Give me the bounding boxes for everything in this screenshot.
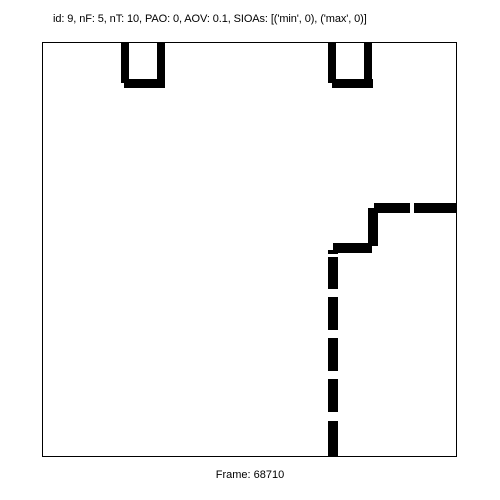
left-u-right-arm bbox=[157, 43, 165, 83]
left-u-base bbox=[124, 79, 165, 88]
path-middle-step bbox=[333, 243, 372, 253]
viewport-border bbox=[42, 42, 457, 457]
stepped-path bbox=[328, 203, 456, 456]
right-u-shape bbox=[328, 43, 373, 88]
right-u-base bbox=[332, 79, 373, 88]
path-dash-1 bbox=[328, 257, 338, 289]
right-u-right-arm bbox=[364, 43, 372, 83]
left-u-shape bbox=[121, 43, 165, 88]
left-u-left-arm bbox=[121, 43, 129, 83]
path-riser-upper bbox=[368, 208, 378, 246]
path-dash-2 bbox=[328, 297, 338, 330]
path-dash-3 bbox=[328, 338, 338, 371]
frame-counter: Frame: 68710 bbox=[215, 469, 285, 481]
path-dash-4 bbox=[328, 379, 338, 412]
path-top-segment-1 bbox=[374, 203, 410, 213]
path-corner bbox=[328, 250, 338, 254]
path-top-segment-2 bbox=[414, 203, 456, 213]
header-caption: id: 9, nF: 5, nT: 10, PAO: 0, AOV: 0.1, … bbox=[53, 13, 367, 25]
path-dash-5 bbox=[328, 421, 338, 456]
right-u-left-arm bbox=[328, 43, 336, 83]
